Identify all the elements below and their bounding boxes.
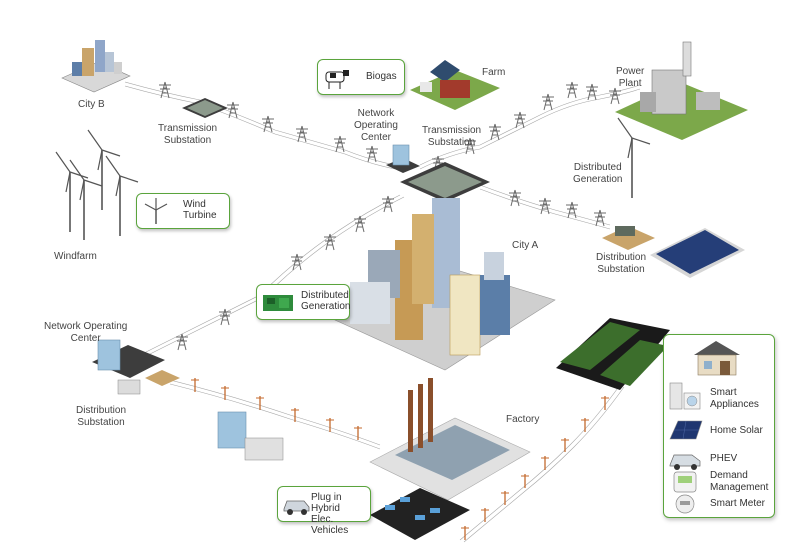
power-plant-illustration [615,41,748,140]
legend-label-demand-2: Management [710,481,769,493]
office-building-illustration [217,411,284,461]
smart-home-legend: Smart Appliances Home Solar PHEV Demand … [663,334,775,518]
parking-lot-illustration [370,488,470,540]
legend-label-smart-appliances-2: Appliances [710,398,759,410]
legend-label-phev: PHEV [710,453,738,464]
windfarm-label: Windfarm [54,251,97,262]
network-operating-center-left-illustration [92,339,180,395]
farm-illustration [410,60,500,110]
biogas-label: Biogas [366,71,397,82]
windfarm-turbines [55,129,139,241]
legend-label-demand-1: Demand [710,470,748,481]
city-a-illustration [334,198,556,371]
smart-house-icon [694,341,740,376]
legend-item-phev: PHEV [668,447,772,471]
factory-illustration [369,378,531,501]
electric-car-icon [283,500,310,515]
city-b-label: City B [78,99,105,110]
residential-neighborhood-illustration [556,318,670,390]
legend-label-home-solar: Home Solar [710,425,763,436]
electric-car-icon [669,454,701,470]
distribution-substation-right-illustration [602,226,655,250]
generator-icon [263,295,293,311]
transmission-substation-1-illustration [182,98,228,118]
factory-label: Factory [506,414,540,425]
wind-turbine-icon [144,198,168,224]
biogas-callout: Biogas [317,59,405,95]
transmission-lines [124,81,641,543]
legend-item-smart-meter: Smart Meter [668,493,772,515]
smart-appliances-icon [669,382,701,410]
legend-item-demand-management: Demand Management [668,469,772,495]
farm-label: Farm [482,67,506,78]
legend-label-smart-appliances-1: Smart [710,387,737,398]
city-a-label: City A [512,240,539,251]
legend-item-smart-appliances: Smart Appliances [668,381,772,413]
cow-icon [325,70,349,89]
legend-item-home-solar: Home Solar [668,419,772,443]
smart-meter-icon [675,494,695,514]
city-b-illustration [61,40,131,93]
distributed-generation-turbine-icon [617,117,651,199]
solar-farm-illustration [650,228,745,278]
transmission-substation-2-illustration [400,162,490,202]
network-operating-center-top-illustration [386,144,420,173]
thermostat-icon [673,471,697,493]
legend-label-smart-meter: Smart Meter [710,498,766,509]
solar-panel-icon [669,420,703,440]
